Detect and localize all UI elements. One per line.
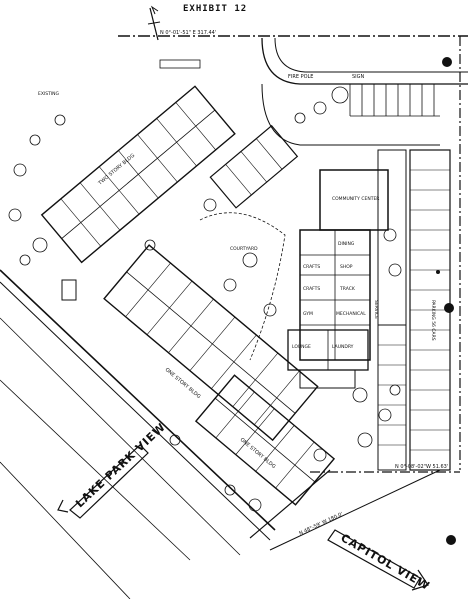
dining-label: DINING <box>338 241 355 247</box>
gym-label: GYM <box>303 311 313 317</box>
laundry-label: LAUNDRY <box>332 344 354 350</box>
lake-park-view-label: LAKE PARK VIEW <box>73 420 168 510</box>
shop-label: SHOP <box>340 264 353 270</box>
north-arrow-icon <box>147 5 161 41</box>
lounge-label: LOUNGE <box>292 344 311 350</box>
existing-label: EXISTING <box>38 91 60 97</box>
bearing-right: N 0°-08'-02"W 51.63' <box>395 464 448 470</box>
bearing-south: N 48°-59' W 180.0' <box>298 511 344 537</box>
binder-hole-marks <box>436 57 456 545</box>
capitol-view-label: CAPITOL VIEW <box>339 531 433 593</box>
service-label: SERVICE <box>373 300 379 319</box>
crafts-label-2: CRAFTS <box>303 286 320 292</box>
one-story-bldg-label: ONE STORY BLDG <box>164 367 202 400</box>
two-story-bldg-label: TWO STORY BLDG <box>97 153 137 188</box>
crafts-label: CRAFTS <box>303 264 320 270</box>
sign-label: SIGN <box>352 74 365 80</box>
community-center-label: COMMUNITY CENTER <box>332 196 379 202</box>
track-label: TRACK <box>339 286 356 292</box>
parking-label: PARKING 56 CARS <box>430 300 436 341</box>
mechanical-label: MECHANICAL <box>336 311 366 317</box>
courtyard-label: COURTYARD <box>230 246 258 252</box>
fire-pole-label: FIRE POLE <box>288 74 313 80</box>
exhibit-title: EXHIBIT 12 <box>183 4 248 14</box>
bearing-top: N 0°-01'-51" E 317.44' <box>160 30 216 36</box>
